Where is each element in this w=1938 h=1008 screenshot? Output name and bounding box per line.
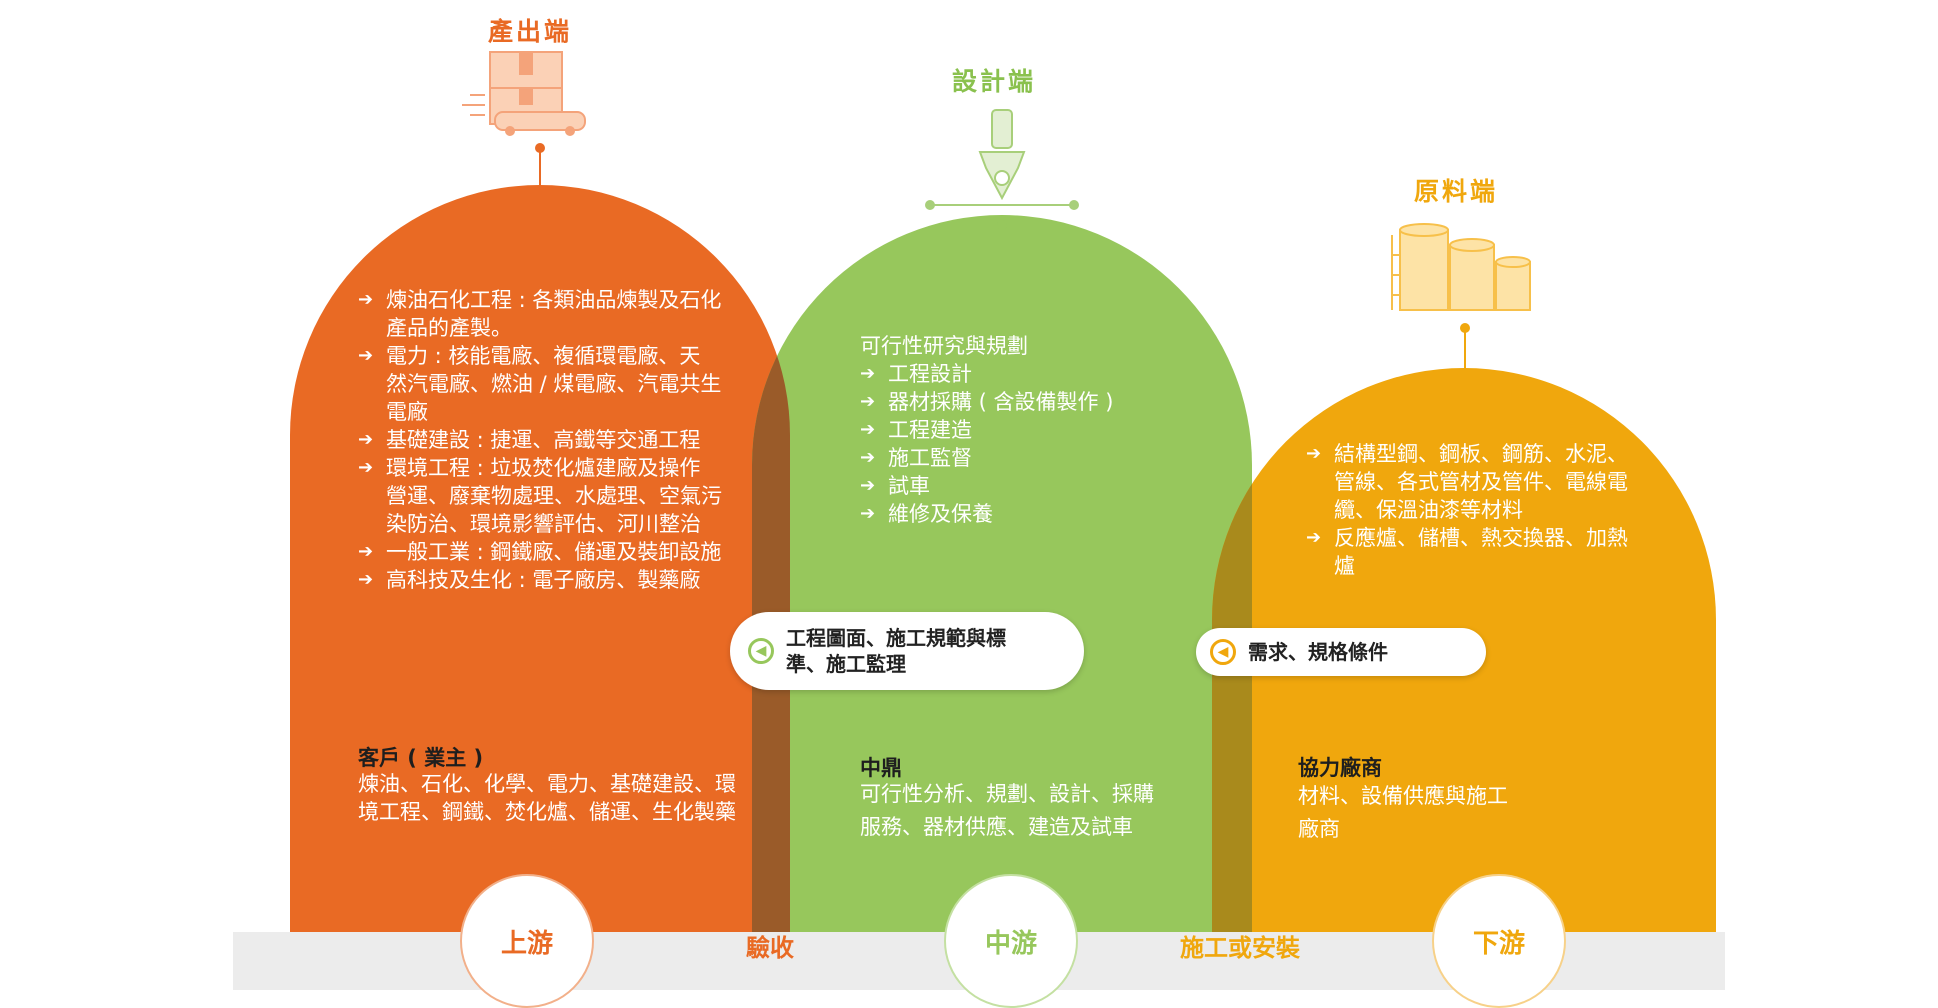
design-title: 設計端 — [952, 67, 1037, 96]
arrow-right-icon: ➔ — [860, 419, 876, 440]
output-dot — [535, 143, 545, 153]
arrow-right-icon: ➔ — [860, 363, 876, 384]
midstream-intro: 可行性研究與規劃 — [860, 334, 1028, 358]
left-arrow-circle-icon: ◀ — [1210, 639, 1236, 665]
downstream-list: ➔結構型鋼、鋼板、鋼筋、水泥、管線、各式管材及管件、電線電纜、保溫油漆等材料 ➔… — [1306, 440, 1646, 580]
list-item: ➔試車 — [860, 474, 930, 498]
midstream-arch — [752, 215, 1252, 932]
arrow-right-icon: ➔ — [860, 391, 876, 412]
drawings-spec-pill: ◀ 工程圖面、施工規範與標準、施工監理 — [730, 612, 1084, 690]
list-item: ➔工程建造 — [860, 418, 972, 442]
list-item: ➔反應爐、儲槽、熱交換器、加熱爐 — [1306, 526, 1628, 578]
list-item: ➔煉油石化工程 : 各類油品煉製及石化產品的產製。 — [358, 288, 722, 340]
drawings-spec-text: 工程圖面、施工規範與標準、施工監理 — [786, 626, 1006, 676]
material-dot — [1460, 323, 1470, 333]
arrow-right-icon: ➔ — [860, 475, 876, 496]
forklift-box-icon — [462, 51, 586, 136]
arrow-right-icon: ➔ — [358, 345, 374, 366]
list-item: ➔施工監督 — [860, 446, 972, 470]
list-item: ➔基礎建設 : 捷運、高鐵等交通工程 — [358, 428, 701, 452]
ctci-text: 可行性分析、規劃、設計、採購服務、器材供應、建造及試車 — [860, 782, 1154, 839]
arrow-right-icon: ➔ — [358, 457, 374, 478]
list-item: ➔高科技及生化 : 電子廠房、製藥廠 — [358, 568, 701, 592]
ctci-title: 中鼎 — [860, 756, 902, 780]
list-item: ➔器材採購 ( 含設備製作 ) — [860, 390, 1114, 414]
downstream-circle: 下游 — [1432, 874, 1566, 1008]
arrow-right-icon: ➔ — [860, 447, 876, 468]
arrow-right-icon: ➔ — [358, 569, 374, 590]
list-item: ➔維修及保養 — [860, 502, 993, 526]
list-item: ➔環境工程 : 垃圾焚化爐建廠及操作 營運、廢棄物處理、水處理、空氣污染防治、環… — [358, 456, 722, 536]
arrow-right-icon: ➔ — [1306, 443, 1322, 464]
upstream-list: ➔煉油石化工程 : 各類油品煉製及石化產品的產製。 ➔電力 : 核能電廠、複循環… — [358, 286, 728, 594]
material-title: 原料端 — [1414, 177, 1499, 206]
left-arrow-circle-icon: ◀ — [748, 638, 774, 664]
arrow-right-icon: ➔ — [358, 429, 374, 450]
client-title: 客戶 ( 業主 ) — [358, 746, 484, 770]
list-item: ➔工程設計 — [860, 362, 972, 386]
design-dot — [997, 220, 1007, 230]
arrow-right-icon: ➔ — [860, 503, 876, 524]
list-item: ➔電力 : 核能電廠、複循環電廠、天 然汽電廠、燃油 / 煤電廠、汽電共生電廠 — [358, 344, 722, 424]
arrow-right-icon: ➔ — [358, 289, 374, 310]
client-text: 煉油、石化、化學、電力、基礎建設、環境工程、鋼鐵、焚化爐、儲運、生化製藥 — [358, 772, 736, 824]
upstream-arch — [290, 185, 790, 932]
partner-title: 協力廠商 — [1298, 756, 1382, 780]
list-item: ➔結構型鋼、鋼板、鋼筋、水泥、管線、各式管材及管件、電線電纜、保溫油漆等材料 — [1306, 442, 1628, 522]
requirements-text: 需求、規格條件 — [1248, 640, 1388, 664]
pen-nib-icon — [925, 109, 1079, 210]
midstream-circle: 中游 — [944, 874, 1078, 1008]
arrow-right-icon: ➔ — [1306, 527, 1322, 548]
upstream-circle: 上游 — [460, 874, 594, 1008]
arrow-right-icon: ➔ — [358, 541, 374, 562]
factory-tanks-icon — [1391, 223, 1531, 311]
requirements-pill: ◀ 需求、規格條件 — [1196, 628, 1486, 676]
acceptance-label: 驗收 — [746, 934, 794, 962]
construction-label: 施工或安裝 — [1180, 934, 1300, 962]
list-item: ➔一般工業 : 鋼鐵廠、儲運及裝卸設施 — [358, 540, 722, 564]
output-title: 產出端 — [488, 17, 573, 46]
partner-text: 材料、設備供應與施工廠商 — [1298, 784, 1508, 841]
midstream-list: 可行性研究與規劃 ➔工程設計 ➔器材採購 ( 含設備製作 ) ➔工程建造 ➔施工… — [860, 332, 1190, 528]
